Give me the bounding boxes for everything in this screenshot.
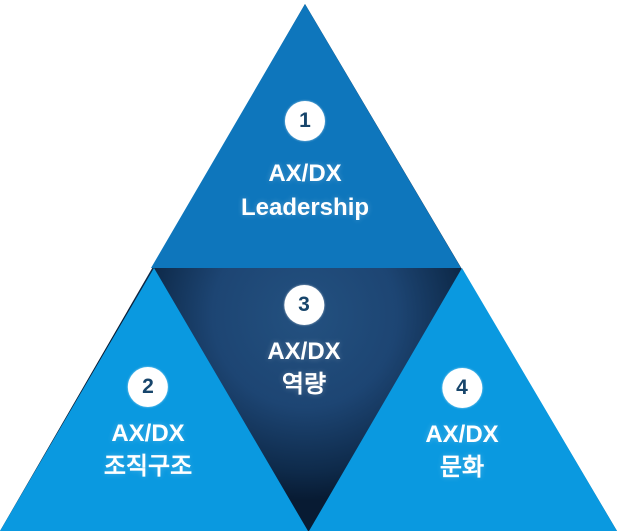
top-triangle [151,4,461,268]
